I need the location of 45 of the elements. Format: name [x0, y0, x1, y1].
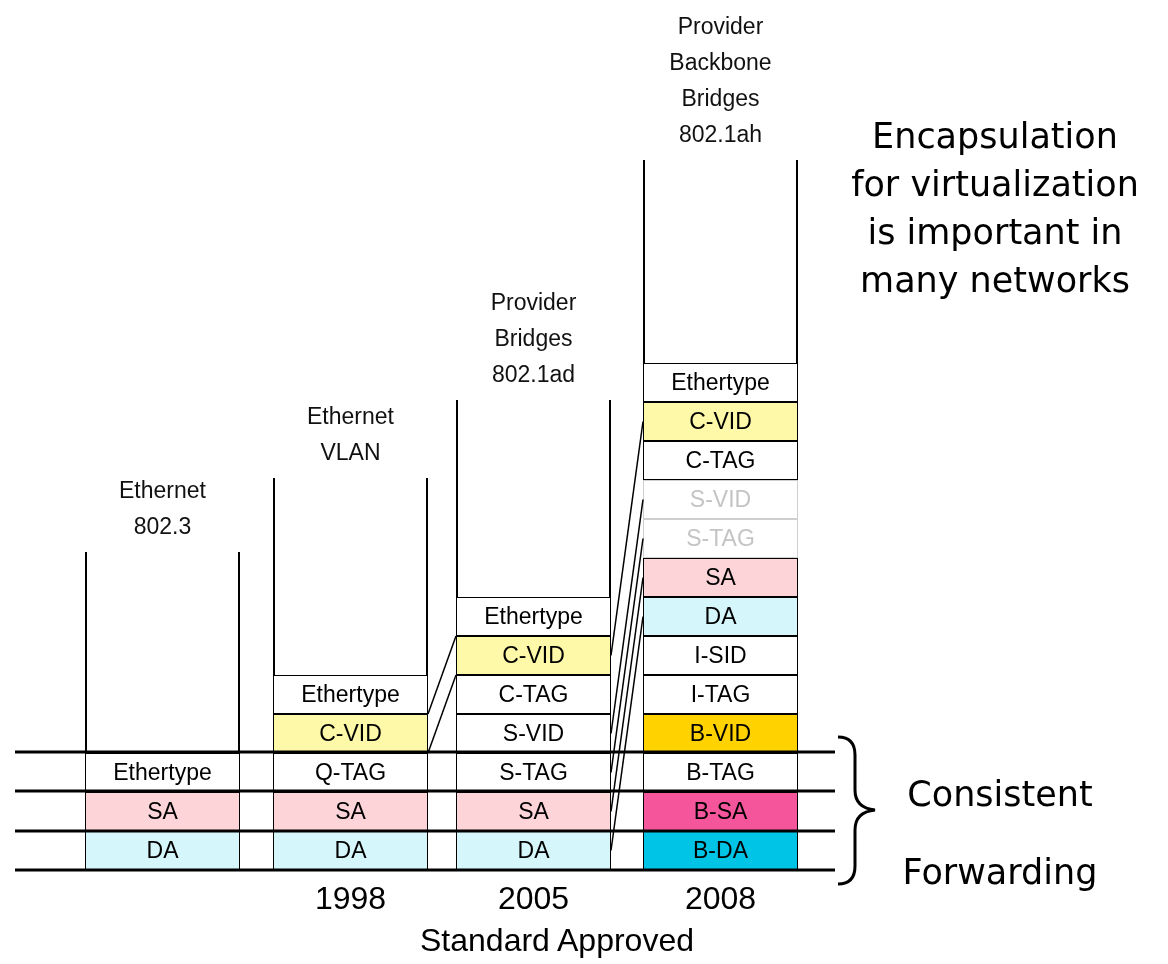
mapping-line [610, 420, 644, 657]
frame-field: B-DA [643, 831, 798, 870]
frame-field: Ethertype [273, 675, 428, 714]
frame-field: S-VID [643, 480, 798, 519]
year-label: 2008 [683, 880, 758, 917]
axis-caption: Standard Approved [419, 921, 695, 960]
frame-field: C-TAG [643, 441, 798, 480]
frame-field: Ethertype [85, 753, 240, 792]
frame-field: DA [643, 597, 798, 636]
column-heading: Provider Backbone Bridges 802.1ah [668, 12, 773, 149]
frame-field: SA [456, 792, 611, 831]
mapping-line [610, 537, 644, 774]
column-heading: Ethernet VLAN [306, 402, 395, 467]
mapping-line [427, 635, 457, 715]
year-label: 2005 [496, 880, 571, 917]
frame-field: C-TAG [456, 675, 611, 714]
frame-field: Ethertype [643, 363, 798, 402]
mapping-line [427, 674, 457, 754]
frame-field: C-VID [273, 714, 428, 753]
mapping-line [610, 615, 644, 852]
brace-label: Consistent Forwarding [901, 773, 1099, 894]
mapping-line [610, 498, 644, 735]
frame-field: B-SA [643, 792, 798, 831]
frame-field: S-TAG [456, 753, 611, 792]
frame-field: S-TAG [643, 519, 798, 558]
year-label: 1998 [313, 880, 388, 917]
frame-field: SA [643, 558, 798, 597]
frame-field: Ethertype [456, 597, 611, 636]
frame-field: C-VID [456, 636, 611, 675]
frame-field: SA [273, 792, 428, 831]
frame-field: C-VID [643, 402, 798, 441]
frame-field: DA [85, 831, 240, 870]
column-heading: Provider Bridges 802.1ad [489, 288, 578, 389]
frame-field: DA [456, 831, 611, 870]
frame-field: SA [85, 792, 240, 831]
frame-field: I-SID [643, 636, 798, 675]
frame-field: Q-TAG [273, 753, 428, 792]
frame-field: DA [273, 831, 428, 870]
note-text: Encapsulation for virtualization is important in many networks [850, 115, 1140, 302]
frame-field: I-TAG [643, 675, 798, 714]
mapping-line [610, 576, 644, 813]
frame-field: B-VID [643, 714, 798, 753]
frame-field: S-VID [456, 714, 611, 753]
column-heading: Ethernet 802.3 [118, 476, 207, 541]
frame-field: B-TAG [643, 753, 798, 792]
